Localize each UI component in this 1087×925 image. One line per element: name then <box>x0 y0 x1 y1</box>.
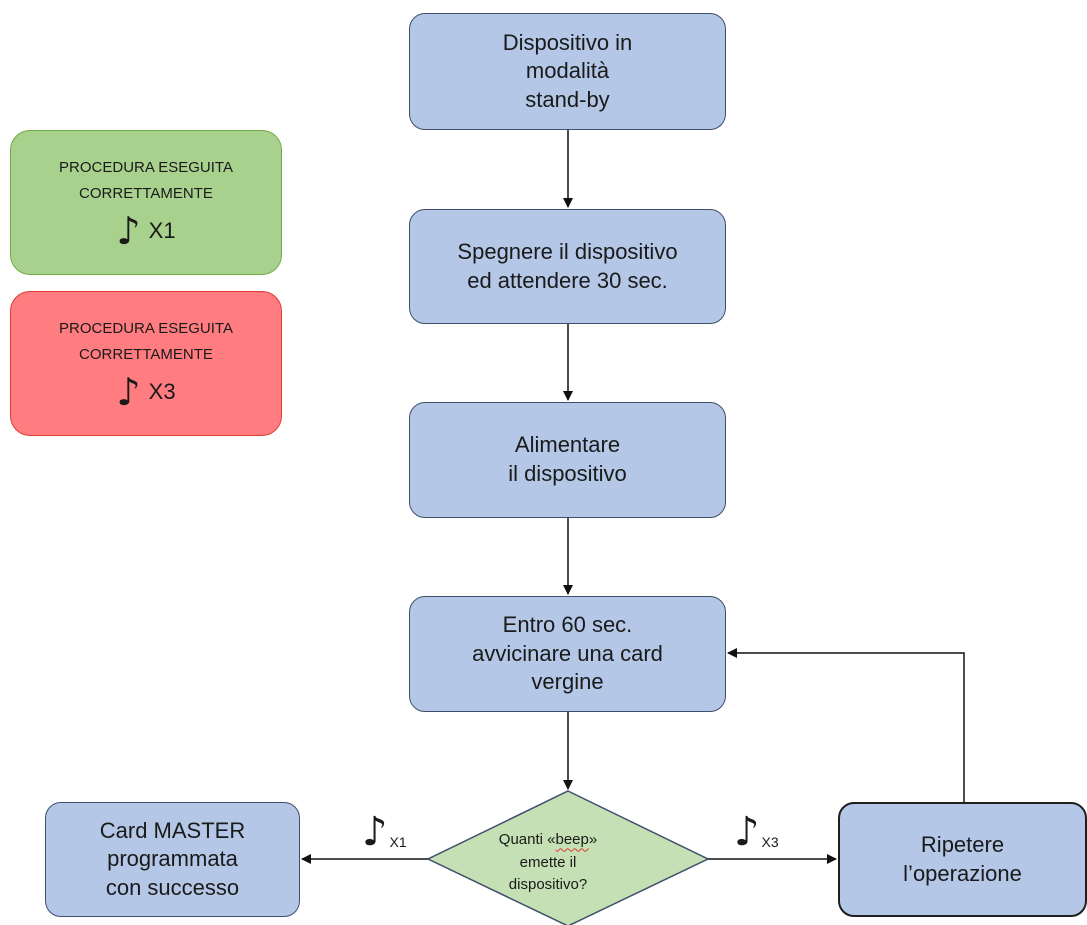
decision-line1-post: » <box>588 831 598 849</box>
decision-line2: emette il <box>519 853 577 871</box>
step-power-on-line1: Alimentare <box>514 432 621 458</box>
legend-failure-box: PROCEDURA ESEGUITA CORRETTAMENTE ♪ X3 <box>10 291 282 436</box>
legend-failure-line1: PROCEDURA ESEGUITA <box>59 320 233 337</box>
step-approach-card-line3: vergine <box>531 669 604 695</box>
step-power-on-line2: il dispositivo <box>508 461 627 486</box>
arrow-retry-loop-back <box>727 648 965 802</box>
branch-left-label: ♪ X1 <box>362 812 407 852</box>
legend-success-line1: PROCEDURA ESEGUITA <box>59 159 233 176</box>
legend-failure-count: X3 <box>148 378 176 404</box>
step-power-on: Alimentare il dispositivo <box>409 402 726 518</box>
outcome-success-line1: Card MASTER <box>99 817 246 843</box>
decision-line1-word: beep <box>555 831 589 849</box>
step-standby: Dispositivo in modalità stand-by <box>409 13 726 130</box>
step-approach-card: Entro 60 sec. avvicinare una card vergin… <box>409 596 726 712</box>
music-note-icon: ♪ <box>116 208 141 253</box>
decision-line1: Quanti «beep» <box>499 829 597 852</box>
legend-success-count: X1 <box>148 217 176 243</box>
legend-success-line2: CORRETTAMENTE <box>79 185 213 203</box>
outcome-retry-line1: Ripetere <box>920 831 1005 857</box>
decision-question: Quanti «beep» emette il dispositivo? <box>460 808 636 918</box>
outcome-success-line3: con successo <box>105 874 240 900</box>
legend-success-box: PROCEDURA ESEGUITA CORRETTAMENTE ♪ X1 <box>10 130 282 275</box>
outcome-success: Card MASTER programmata con successo <box>45 802 300 917</box>
decision-line1-pre: Quanti « <box>498 831 556 849</box>
step-standby-line1: Dispositivo in <box>502 29 633 55</box>
music-note-icon: ♪ <box>734 809 760 855</box>
branch-right-label: ♪ X3 <box>734 812 779 852</box>
step-standby-line3: stand-by <box>525 86 610 112</box>
step-approach-card-line2: avvicinare una card <box>472 640 663 666</box>
branch-left-count: X1 <box>389 834 407 850</box>
decision-line3: dispositivo? <box>508 876 588 894</box>
step-power-off-line1: Spegnere il dispositivo <box>457 238 678 264</box>
music-note-icon: ♪ <box>362 809 388 855</box>
step-standby-line2: modalità <box>525 58 610 84</box>
branch-right-count: X3 <box>761 834 779 850</box>
legend-success-beeps: ♪ X1 <box>116 212 175 251</box>
step-power-off: Spegnere il dispositivo ed attendere 30 … <box>409 209 726 324</box>
outcome-retry: Ripetere l’operazione <box>838 802 1087 917</box>
legend-failure-beeps: ♪ X3 <box>116 373 175 412</box>
step-power-off-line2: ed attendere 30 sec. <box>467 267 668 293</box>
music-note-icon: ♪ <box>116 369 141 414</box>
legend-failure-line2: CORRETTAMENTE <box>79 346 213 364</box>
outcome-success-line2: programmata <box>107 846 238 872</box>
step-approach-card-line1: Entro 60 sec. <box>502 612 633 638</box>
outcome-retry-line2: l’operazione <box>903 860 1022 886</box>
